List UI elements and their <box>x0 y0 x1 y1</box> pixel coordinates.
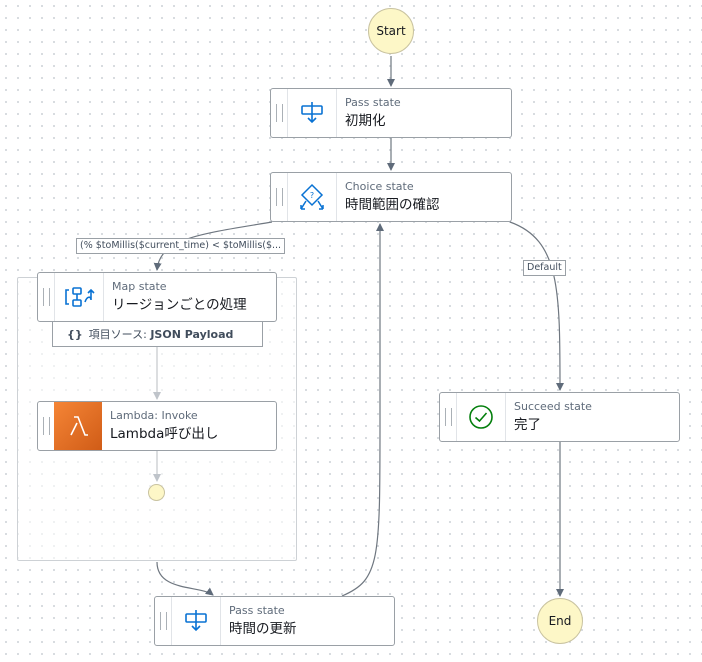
braces-icon: {} <box>67 327 83 341</box>
lambda-icon <box>54 402 102 450</box>
edge-choice-succeed <box>509 221 564 391</box>
state-succeed[interactable]: Succeed state 完了 <box>439 392 680 442</box>
state-type: Pass state <box>229 603 285 617</box>
map-inner-end-node[interactable] <box>148 484 165 501</box>
choice-condition-label[interactable]: (% $toMillis($current_time) < $toMillis(… <box>76 238 286 254</box>
end-node[interactable]: End <box>537 598 583 644</box>
edge-update-choice <box>341 223 384 597</box>
choice-icon: ? <box>287 173 337 221</box>
end-label: End <box>548 614 572 628</box>
state-type: Pass state <box>345 95 401 109</box>
drag-handle[interactable] <box>271 89 287 137</box>
start-label: Start <box>376 24 406 38</box>
state-type: Map state <box>112 279 167 293</box>
state-name: 初期化 <box>345 112 386 129</box>
drag-handle[interactable] <box>38 402 54 450</box>
state-type: Succeed state <box>514 399 592 413</box>
drag-handle[interactable] <box>38 273 54 321</box>
state-update[interactable]: Pass state 時間の更新 <box>154 596 395 646</box>
items-source-prefix: 項目ソース: <box>88 328 151 341</box>
state-name: 時間範囲の確認 <box>345 196 440 213</box>
state-lambda[interactable]: Lambda: Invoke Lambda呼び出し <box>37 401 277 451</box>
state-name: リージョンごとの処理 <box>112 296 247 313</box>
items-source-value: JSON Payload <box>150 328 234 341</box>
pass-icon <box>171 597 221 645</box>
state-choice[interactable]: ? Choice state 時間範囲の確認 <box>270 172 512 222</box>
drag-handle[interactable] <box>155 597 171 645</box>
state-name: 時間の更新 <box>229 620 297 637</box>
drag-handle[interactable] <box>271 173 287 221</box>
state-name: Lambda呼び出し <box>110 425 219 442</box>
start-node[interactable]: Start <box>368 8 414 54</box>
state-map[interactable]: Map state リージョンごとの処理 <box>37 272 277 322</box>
check-circle-icon <box>456 393 506 441</box>
state-init[interactable]: Pass state 初期化 <box>270 88 512 138</box>
state-type: Choice state <box>345 179 414 193</box>
pass-icon <box>287 89 337 137</box>
edge-map-update <box>156 561 214 596</box>
map-icon <box>54 273 104 321</box>
state-type: Lambda: Invoke <box>110 408 198 422</box>
drag-handle[interactable] <box>440 393 456 441</box>
svg-text:?: ? <box>310 191 314 200</box>
items-source-box[interactable]: {} 項目ソース: JSON Payload <box>52 321 263 347</box>
state-name: 完了 <box>514 416 541 433</box>
default-label[interactable]: Default <box>523 260 566 276</box>
